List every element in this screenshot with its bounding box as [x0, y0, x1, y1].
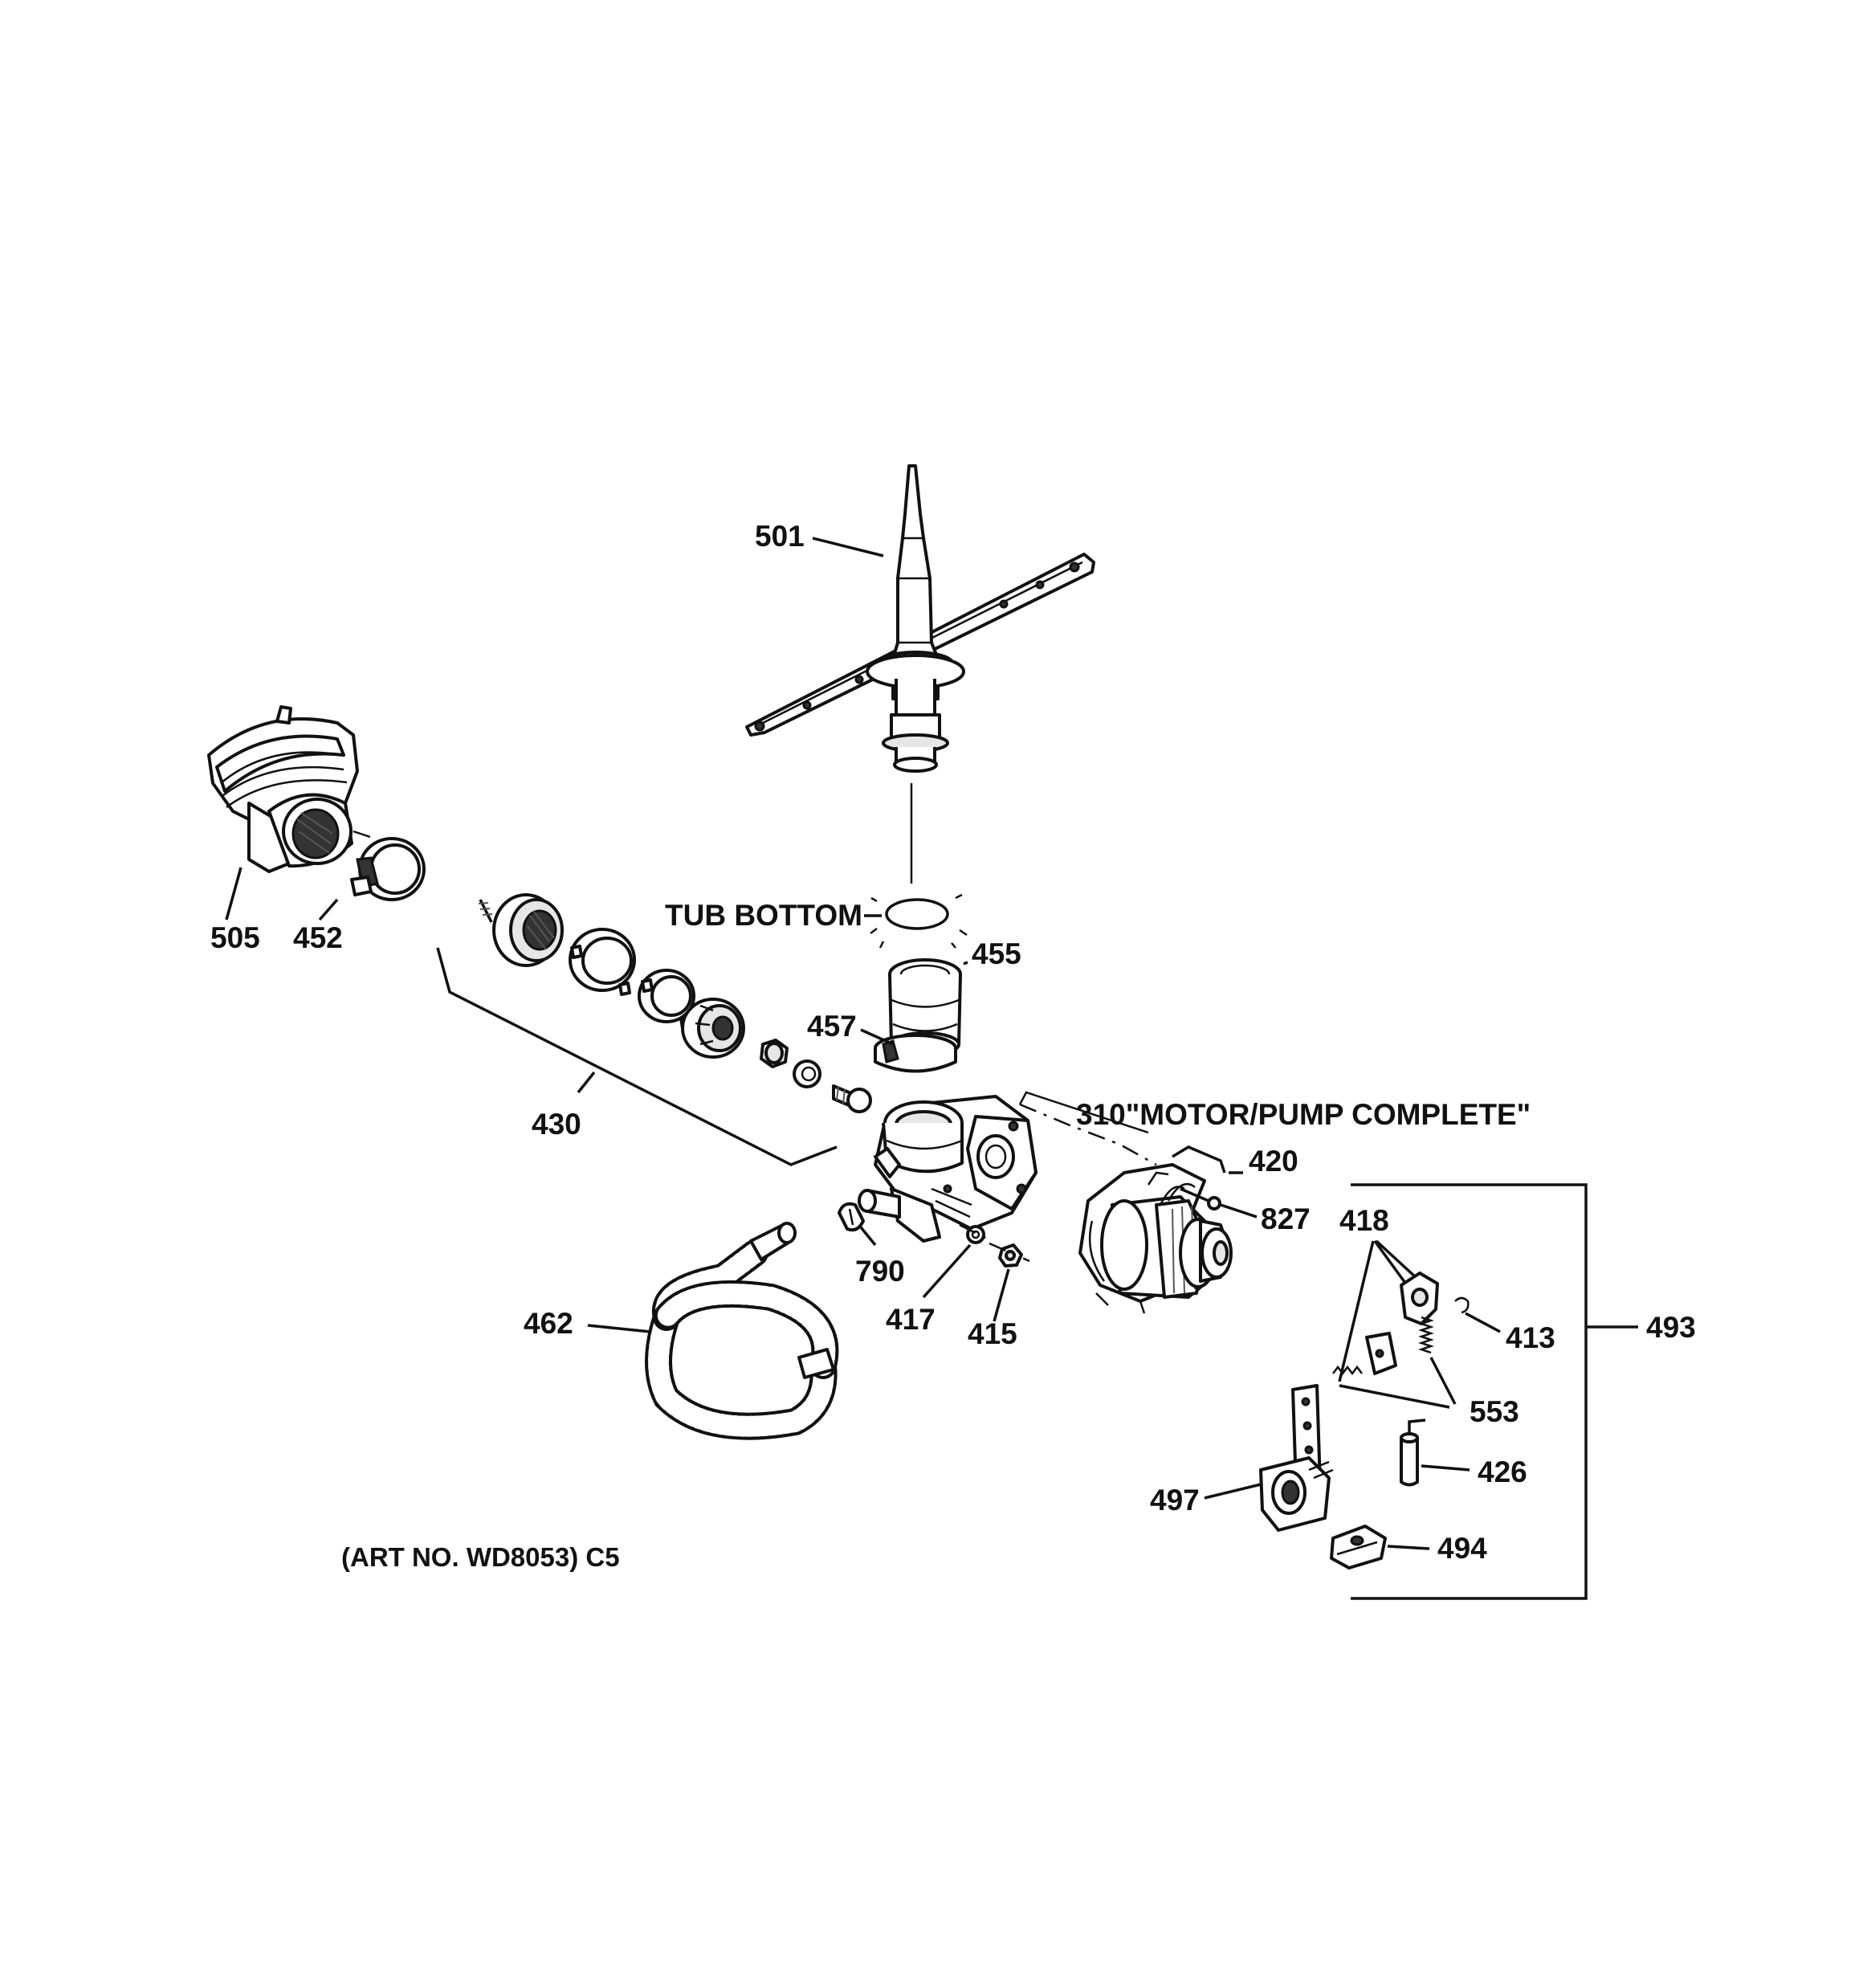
- drain-hose-462: [645, 1222, 839, 1440]
- label-462: 462: [524, 1307, 573, 1340]
- label-417: 417: [886, 1303, 936, 1336]
- label-452: 452: [293, 921, 343, 954]
- impeller-assembly-430: [478, 893, 872, 1113]
- label-415: 415: [968, 1317, 1017, 1350]
- label-457: 457: [807, 1010, 857, 1043]
- pin-426: [1400, 1419, 1426, 1487]
- label-418: 418: [1339, 1204, 1389, 1237]
- label-426: 426: [1478, 1455, 1527, 1488]
- dash-housing-motor: [1019, 1103, 1157, 1166]
- leader-497: [1204, 1483, 1262, 1500]
- leader-505: [225, 867, 243, 921]
- leader-501: [812, 537, 884, 557]
- label-494: 494: [1437, 1532, 1487, 1565]
- lever-418: [1365, 1272, 1439, 1375]
- solenoid-497: [1259, 1384, 1334, 1532]
- screw-827: [1180, 1187, 1221, 1210]
- leader-494: [1387, 1545, 1430, 1550]
- leader-455: [963, 961, 968, 965]
- leader-452: [318, 898, 339, 921]
- label-455: 455: [972, 937, 1021, 970]
- label-553: 553: [1470, 1395, 1519, 1428]
- label-430: 430: [532, 1108, 581, 1141]
- leader-462: [587, 1324, 651, 1333]
- leader-457: [860, 1028, 894, 1046]
- leader-418-a: [1338, 1240, 1375, 1382]
- label-497: 497: [1150, 1484, 1200, 1517]
- bracket-430: [436, 947, 838, 1166]
- grommet-415: [998, 1243, 1023, 1268]
- motor-310: [1078, 1163, 1233, 1314]
- pump-housing: [858, 1095, 1037, 1243]
- leader-413: [1465, 1312, 1501, 1333]
- leader-827: [1220, 1203, 1258, 1219]
- dash-415: [989, 1242, 1030, 1263]
- springs-553: [1332, 1316, 1434, 1376]
- label-501: 501: [755, 520, 805, 553]
- leader-553-a: [1339, 1384, 1450, 1409]
- clip-413: [1454, 1296, 1470, 1314]
- label-tub-bottom: TUB BOTTOM: [665, 899, 862, 932]
- motor-bracket-line: [1018, 1091, 1149, 1134]
- dash-417: [959, 1223, 993, 1243]
- sump-housing-505: [207, 705, 359, 873]
- leader-418-c: [1375, 1239, 1419, 1280]
- label-420: 420: [1249, 1145, 1298, 1178]
- leader-553-b: [1429, 1357, 1457, 1405]
- leader-790: [859, 1226, 877, 1247]
- washer-417: [966, 1225, 985, 1244]
- clamp-452: [350, 837, 426, 901]
- label-493: 493: [1646, 1311, 1696, 1344]
- wire-clip-420: [1172, 1145, 1226, 1174]
- label-790: 790: [855, 1255, 905, 1288]
- spray-arm-501: [745, 464, 1095, 773]
- clamp-457: [874, 1034, 957, 1073]
- label-413: 413: [1506, 1321, 1555, 1354]
- label-505: 505: [210, 921, 260, 954]
- label-motor-pump-complete: 310"MOTOR/PUMP COMPLETE": [1076, 1098, 1531, 1131]
- clip-790: [838, 1202, 865, 1232]
- label-827: 827: [1261, 1202, 1311, 1235]
- leader-415: [993, 1268, 1010, 1322]
- leader-418-b: [1373, 1239, 1408, 1287]
- leader-430: [577, 1071, 596, 1094]
- bracket-493: [1351, 1183, 1588, 1600]
- leader-426: [1421, 1464, 1470, 1472]
- part-494: [1330, 1525, 1387, 1570]
- dash-505-452: [353, 830, 378, 841]
- art-number: (ART NO. WD8053) C5: [341, 1542, 620, 1572]
- tub-bottom-ring: [870, 893, 968, 949]
- leader-417: [922, 1243, 972, 1299]
